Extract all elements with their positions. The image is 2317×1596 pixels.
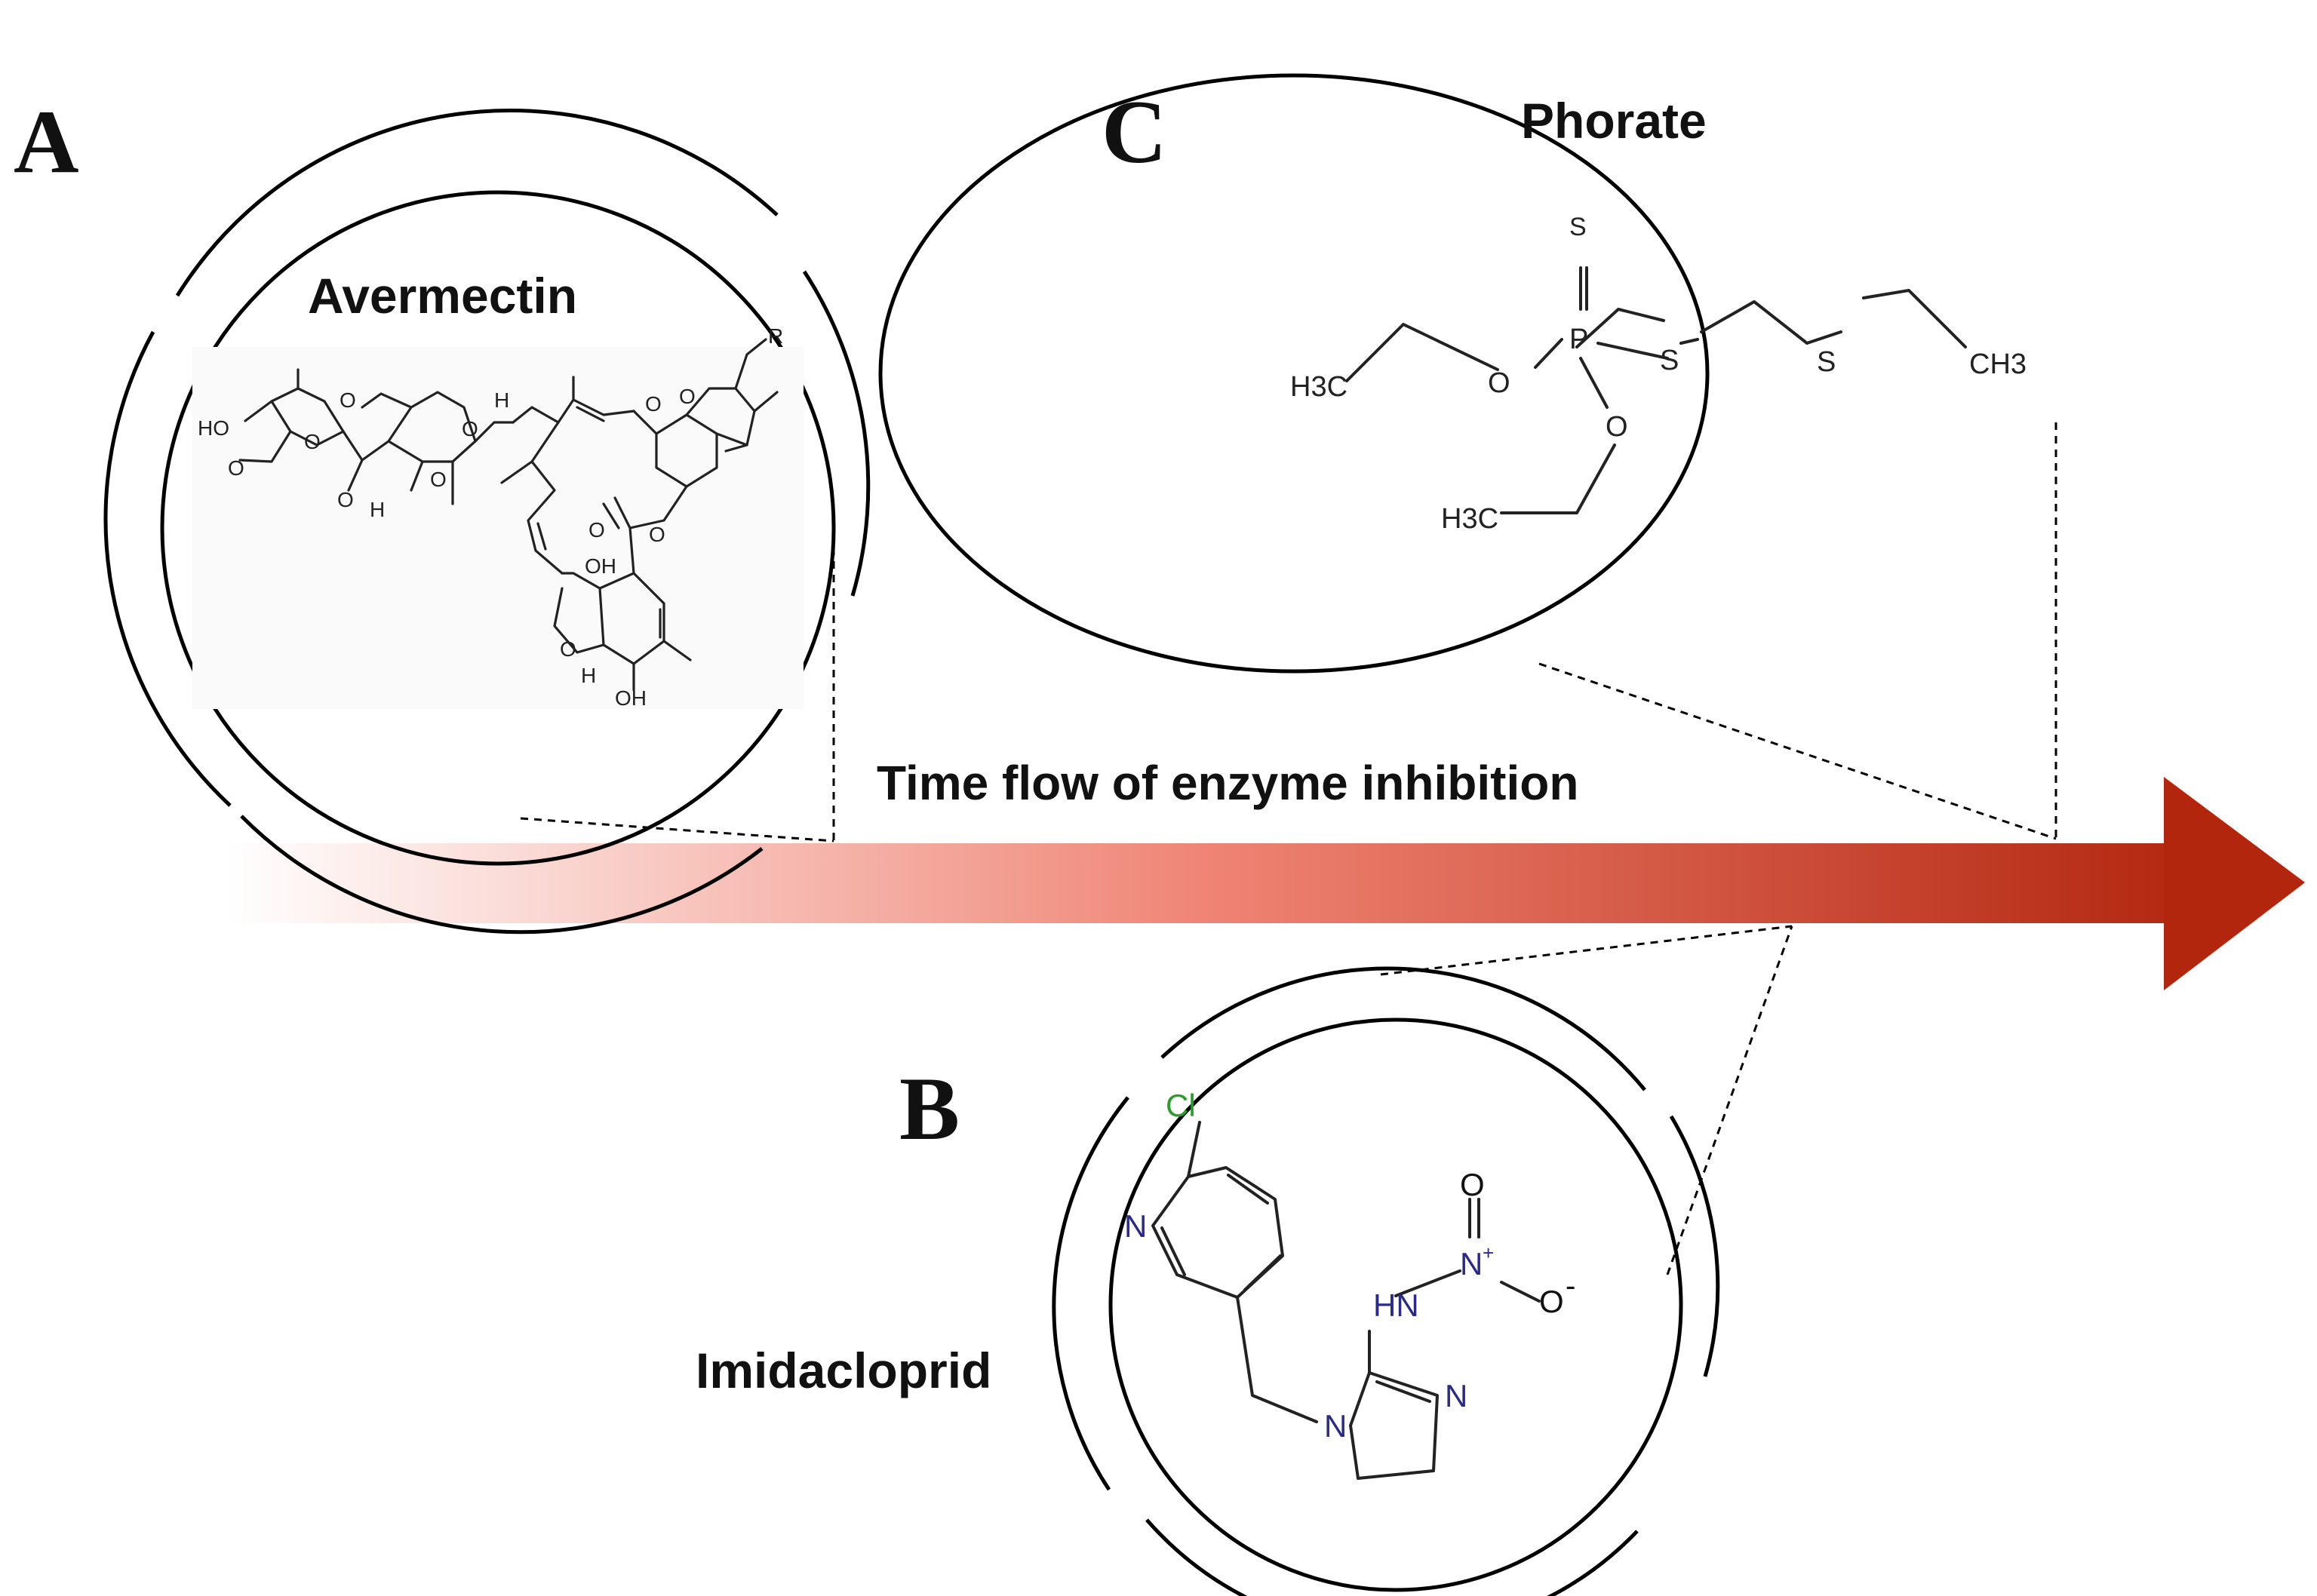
phorate-structure [1345, 266, 1842, 514]
imidacloprid-name: Imidacloprid [696, 1343, 991, 1398]
connector-b-2 [1666, 925, 1793, 1275]
atom-p: P [1569, 324, 1588, 355]
atom-h3c-1: H3C [1290, 371, 1347, 403]
atom-oh2: OH [615, 686, 647, 710]
panel-b-imidacloprid: Imidacloprid Cl N O N + O - HN N N [696, 966, 1720, 1596]
imidacloprid-outer-arc-right [1669, 1115, 1720, 1377]
atom-ho: HO [198, 416, 229, 440]
panel-a-avermectin: Avermectin [103, 109, 871, 935]
connector-b-1 [1380, 925, 1793, 976]
panel-c-phorate: Phorate S P O O S S H3C CH3 H3C [878, 73, 2027, 674]
atom-n-pyridine: N [1124, 1208, 1147, 1244]
phorate-terminal-bonds [1862, 289, 1967, 348]
atom-oh1: OH [585, 554, 616, 578]
panel-letter-c: C [1102, 81, 1167, 182]
atom-n-plus: + [1483, 1242, 1494, 1264]
structure-backdrop [192, 347, 804, 709]
atom-s1: S [1660, 345, 1679, 376]
imidacloprid-structure [1151, 1121, 1541, 1480]
atom-o1: O [1488, 367, 1510, 399]
phorate-name: Phorate [1521, 93, 1707, 149]
atom-o-link1: O [337, 488, 354, 511]
atom-ch3: CH3 [1969, 348, 2027, 380]
imidacloprid-inner-circle [1108, 1017, 1683, 1592]
atom-o-nitro: O [1460, 1167, 1485, 1202]
arrow-shaft [226, 843, 2203, 923]
phorate-ellipse [878, 73, 1710, 674]
atom-o2: O [1606, 411, 1628, 443]
atom-o-ring1: O [304, 430, 321, 453]
atom-o-furan: O [560, 637, 576, 661]
atom-o-link2: O [462, 417, 478, 440]
atom-o-ring3: O [645, 392, 662, 416]
atom-minus-sign: - [1566, 1269, 1575, 1303]
atom-n2: N [1445, 1378, 1467, 1413]
atom-h2: H [494, 388, 509, 412]
atom-hn: HN [1373, 1288, 1419, 1323]
atom-s-thiono: S [1569, 213, 1587, 241]
atom-o-carbonyl: O [588, 518, 605, 542]
atom-o-ring2: O [430, 468, 447, 491]
atom-o-methoxy2: O [340, 388, 356, 412]
avermectin-name: Avermectin [308, 268, 577, 324]
atom-o-methoxy1: O [228, 456, 244, 480]
atom-cl: Cl [1166, 1088, 1196, 1123]
atom-h3c-2: H3C [1441, 503, 1498, 535]
atom-n1: N [1324, 1408, 1347, 1444]
connector-a-1 [520, 817, 834, 843]
panel-letter-b: B [899, 1058, 960, 1159]
atom-h1: H [370, 498, 385, 521]
avermectin-outer-arc-upper [175, 109, 779, 297]
atom-o-ring4: O [679, 385, 696, 408]
atom-o-ester: O [649, 523, 665, 546]
atom-h3: H [581, 664, 596, 687]
avermectin-outer-arc-left [103, 330, 232, 807]
connector-c-1 [1538, 662, 2057, 840]
avermectin-structure [238, 338, 779, 692]
arrow-label: Time flow of enzyme inhibition [877, 756, 1578, 810]
avermectin-outer-arc-lower [240, 815, 764, 935]
atom-r: R [768, 324, 783, 348]
panel-letter-a: A [14, 91, 79, 192]
imidacloprid-outer-arc-left [1052, 1096, 1129, 1491]
arrow-head [2164, 777, 2305, 990]
atom-s2: S [1817, 346, 1836, 378]
avermectin-outer-arc-right [802, 270, 871, 597]
imidacloprid-outer-arc-top [1160, 966, 1646, 1091]
time-arrow [226, 777, 2305, 990]
imidacloprid-outer-arc-bottom [1145, 1518, 1639, 1596]
atom-o-minus: O [1539, 1284, 1564, 1319]
atom-n-nitro: N [1460, 1246, 1483, 1281]
dashed-connectors [520, 422, 2057, 1275]
